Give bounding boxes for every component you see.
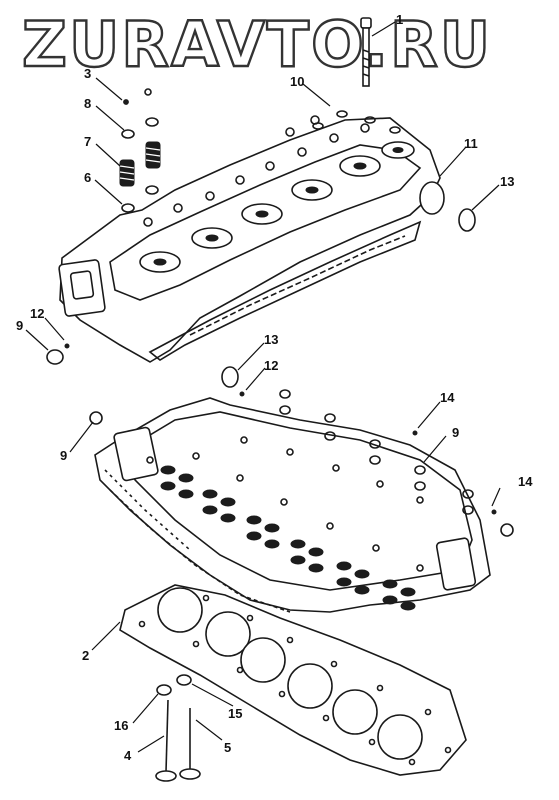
callout-labels: 1 3 8 7 6 10 11 13 9 12 13 12 9 14 9 14 …	[16, 12, 533, 763]
valve-stem-seal-left	[156, 684, 172, 696]
intake-valve	[155, 699, 177, 782]
head-bolt-holes	[146, 436, 424, 572]
rocker-stations	[139, 141, 415, 273]
callout-8: 8	[84, 96, 91, 111]
callout-16: 16	[114, 718, 128, 733]
callout-2: 2	[82, 648, 89, 663]
head-gasket	[119, 584, 467, 776]
head-seals	[89, 389, 514, 537]
rocker-housing	[58, 115, 445, 363]
callout-12-center: 12	[264, 358, 278, 373]
upper-small-parts	[46, 17, 476, 397]
callout-9-lower: 9	[60, 448, 67, 463]
watermark-text: ZURAVTO.RU	[22, 8, 492, 81]
callout-9-left: 9	[16, 318, 23, 333]
o-ring-right	[458, 208, 476, 232]
callout-6: 6	[84, 170, 91, 185]
spring-seat-part	[121, 203, 135, 213]
mounting-bolt	[360, 17, 372, 87]
callout-14-upper: 14	[440, 390, 455, 405]
callout-11: 11	[464, 136, 478, 151]
valve-spring-left	[119, 159, 135, 187]
callout-1: 1	[396, 12, 403, 27]
callout-13-right: 13	[500, 174, 514, 189]
callout-13-center: 13	[264, 332, 278, 347]
callout-12-left: 12	[30, 306, 44, 321]
top-bosses	[143, 115, 370, 227]
valve-spring-right	[145, 141, 161, 169]
leader-lines	[25, 21, 501, 753]
seal-ring-group	[312, 110, 401, 134]
plug-seal-left	[46, 349, 64, 365]
callout-15: 15	[228, 706, 242, 721]
callout-14-lower: 14	[518, 474, 533, 489]
exhaust-valve	[179, 708, 201, 780]
callout-4: 4	[124, 748, 132, 763]
cylinder-head	[94, 397, 491, 613]
valve-parts	[155, 674, 201, 782]
valve-seat-array	[160, 465, 416, 611]
o-ring-center	[221, 366, 239, 388]
callout-7: 7	[84, 134, 91, 149]
callout-3: 3	[84, 66, 91, 81]
callout-9-right: 9	[452, 425, 459, 440]
spring-retainer-part	[121, 129, 135, 139]
valve-stem-seal-right	[176, 674, 192, 686]
gasket-holes	[138, 594, 452, 766]
callout-5: 5	[224, 740, 231, 755]
callout-10: 10	[290, 74, 304, 89]
valve-keeper-part	[123, 99, 129, 105]
